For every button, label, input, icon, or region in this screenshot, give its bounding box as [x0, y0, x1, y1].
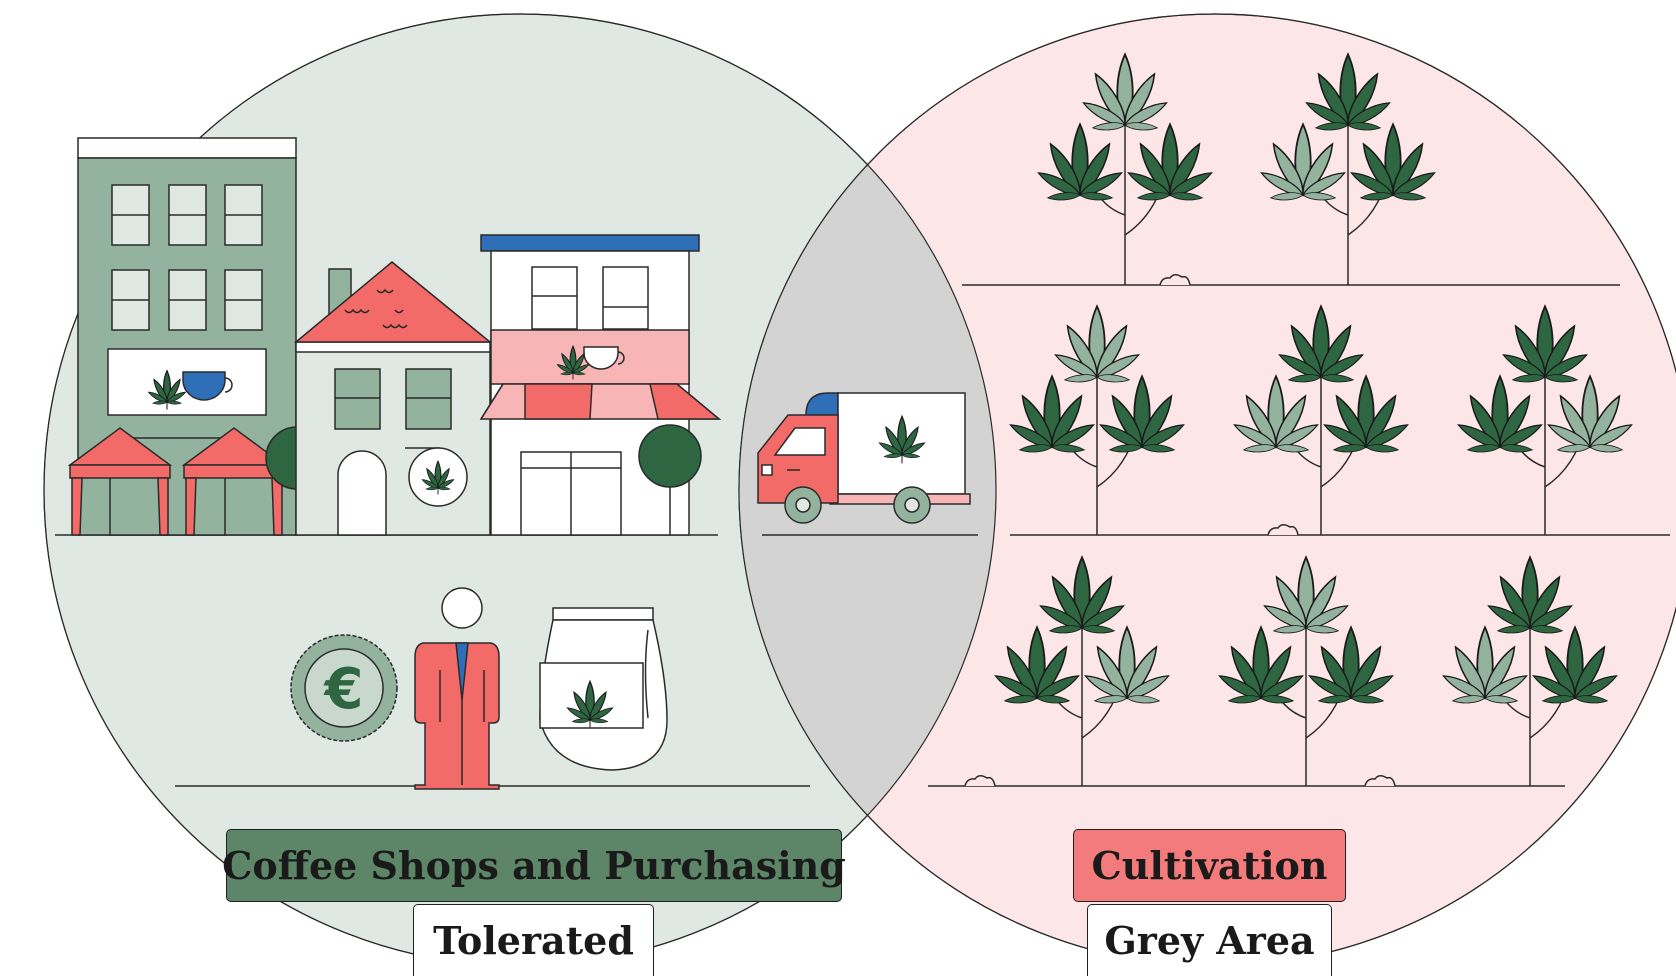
cannabis-bag-icon: [539, 607, 668, 771]
cannabis-plant-icon: [1231, 305, 1411, 535]
coffee-cup-icon: [182, 371, 233, 401]
coffee-shops-label: Coffee Shops and Purchasing: [222, 829, 846, 902]
cannabis-plant-icon: [1455, 305, 1635, 535]
cannabis-leaf-icon: [555, 345, 591, 380]
house: [293, 261, 493, 536]
grey-area-status-label: Grey Area: [1087, 904, 1332, 976]
cannabis-plant-icon: [1258, 53, 1438, 285]
cannabis-field: [992, 53, 1635, 786]
market-tent: [67, 427, 173, 536]
cannabis-leaf-icon: [877, 415, 927, 464]
coffee-cup-icon: [583, 346, 625, 370]
tree-icon: [638, 424, 702, 488]
cannabis-plant-icon: [1440, 556, 1620, 786]
person-icon: [414, 587, 500, 790]
euro-symbol: €: [323, 657, 364, 722]
cannabis-leaf-icon: [565, 680, 615, 728]
cannabis-plant-icon: [1035, 53, 1215, 285]
cultivation-label: Cultivation: [1073, 829, 1346, 902]
cannabis-leaf-icon: [420, 460, 456, 495]
market-tent: [181, 427, 287, 536]
cannabis-leaf-icon: [147, 370, 187, 410]
euro-coin-icon: €: [290, 634, 398, 742]
cannabis-plant-icon: [1007, 305, 1187, 535]
cannabis-plant-icon: [1216, 556, 1396, 786]
coffee-shop-building: [479, 234, 722, 536]
cannabis-plant-icon: [992, 556, 1172, 786]
tolerated-status-label: Tolerated: [413, 904, 654, 976]
